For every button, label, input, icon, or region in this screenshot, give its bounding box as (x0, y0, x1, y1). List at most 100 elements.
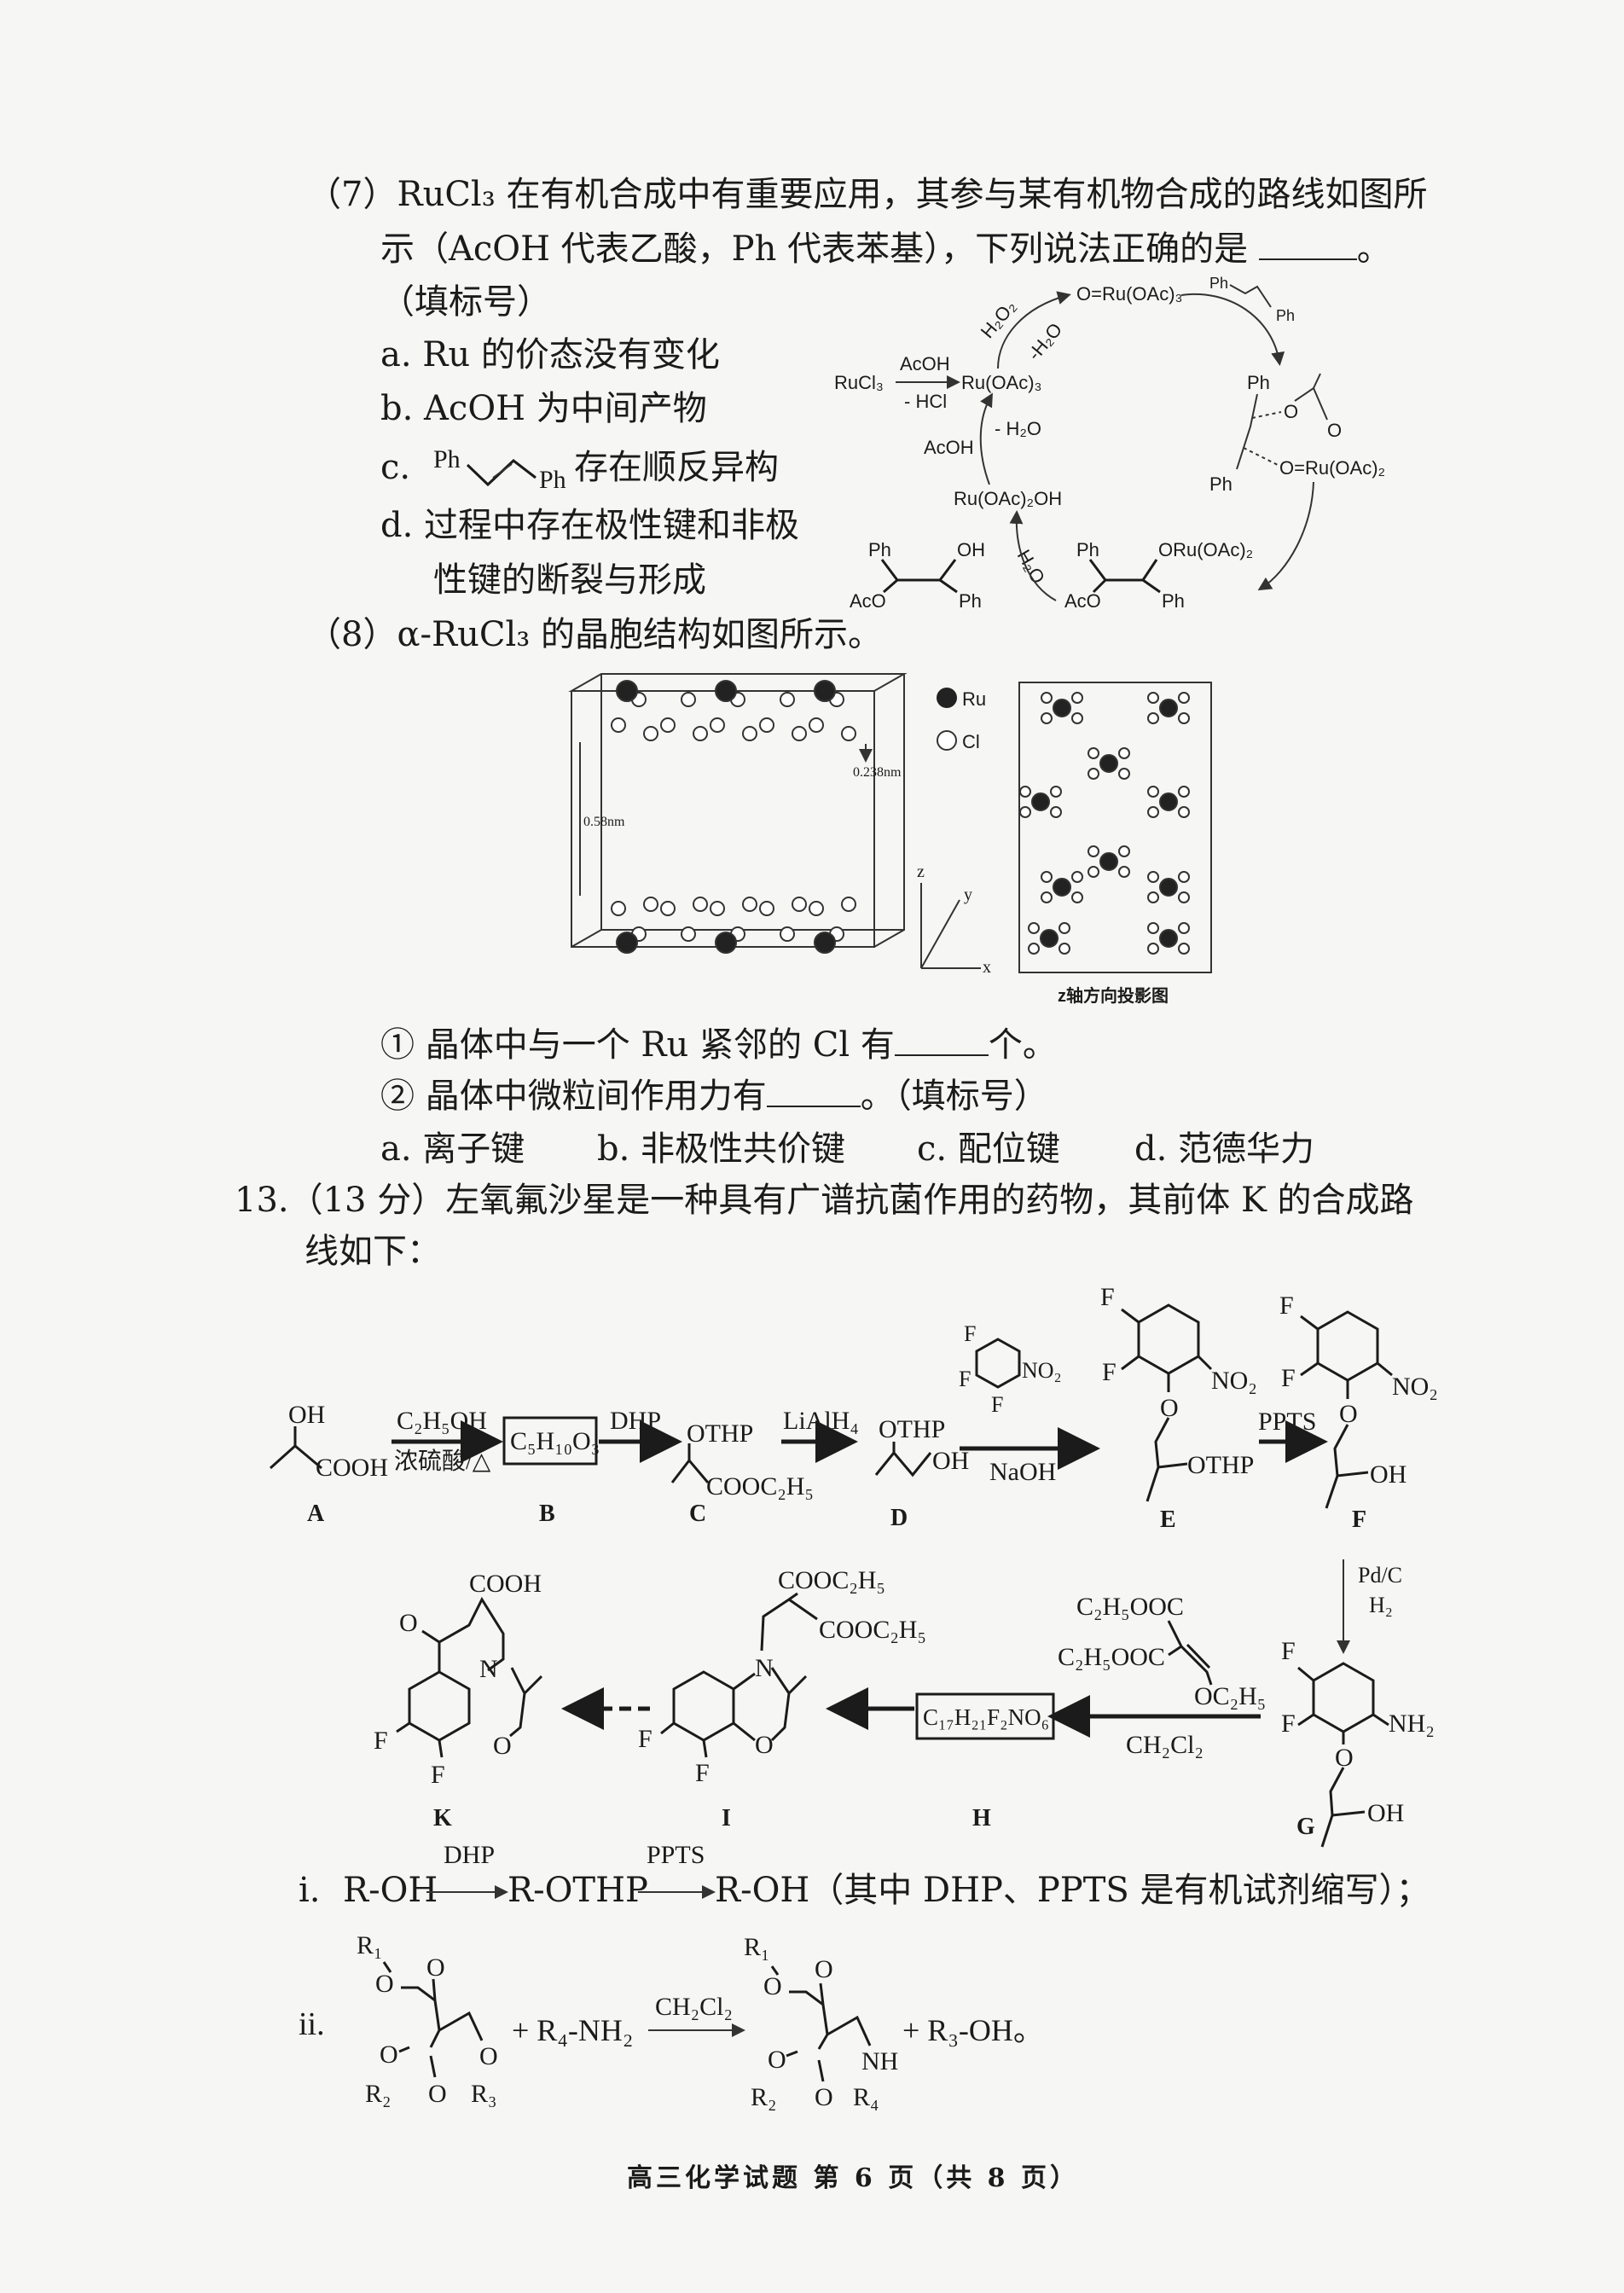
q8-sub2: ② 晶体中微粒间作用力有。（填标号） (380, 1075, 1048, 1117)
q7-line2-end: 。 (1356, 229, 1391, 269)
acoh-reagent: AcOH (900, 353, 950, 374)
compound-f-oh: OH (1370, 1460, 1406, 1489)
q8-sub1-end: 个。 (988, 1025, 1057, 1065)
product-oh-label: OH (957, 539, 985, 560)
ru-atom (1040, 929, 1058, 948)
cl-atom (1178, 871, 1190, 883)
compound-c-othp: OTHP (687, 1419, 753, 1448)
cl-atom (1147, 712, 1159, 724)
info-ii-right-o: O (815, 1955, 833, 1983)
cl-atom (660, 901, 676, 916)
cl-atom (1147, 692, 1159, 704)
minus-h2o-left-label: - H₂O (995, 418, 1041, 439)
q8-sub1-text: ① 晶体中与一个 Ru 紧邻的 Cl 有 (380, 1025, 895, 1065)
ru-atom (715, 680, 737, 702)
cl-atom (1071, 712, 1083, 724)
axis-z-label: z (917, 862, 925, 881)
info-i-ppts: PPTS (647, 1841, 705, 1869)
emme-ester: C₂H₅OOC (1076, 1593, 1184, 1621)
intermediate-o-label: O (1327, 420, 1342, 441)
compound-i-n: N (755, 1654, 774, 1682)
cl-atom (1147, 871, 1159, 883)
ru-atom (814, 932, 836, 954)
cl-atom (660, 717, 676, 733)
cl-atom (1028, 922, 1040, 934)
q8-intro: （8）α-RuCl₃ 的晶胞结构如图所示。 (307, 615, 883, 654)
info-ii-left-o: O (380, 2040, 398, 2069)
cl-atom (693, 897, 708, 912)
compound-f-o: O (1339, 1400, 1358, 1428)
ru-atom (616, 932, 638, 954)
cl-atom (1178, 922, 1190, 934)
q13-line1: 13.（13 分）左氧氟沙星是一种具有广谱抗菌作用的药物，其前体 K 的合成路 (235, 1181, 1414, 1220)
cl-atom (1178, 786, 1190, 798)
compound-g-oh: OH (1367, 1799, 1404, 1827)
cl-atom (1088, 866, 1099, 878)
cl-atom (792, 897, 807, 912)
intermediate-ph-label: Ph (1247, 372, 1270, 393)
info-ii-left-o: O (479, 2042, 498, 2070)
q13-line2: 线如下： (304, 1232, 441, 1271)
cl-atom (1041, 891, 1053, 903)
compound-g-o: O (1335, 1744, 1354, 1772)
info-i-s2: R-OTHP (508, 1871, 648, 1910)
compound-label-h: H (972, 1805, 991, 1831)
compound-i-f: F (695, 1759, 710, 1787)
cl-atom (1118, 845, 1130, 857)
reagent-f: F (959, 1367, 971, 1391)
cl-atom (742, 897, 757, 912)
compound-e-f: F (1102, 1358, 1116, 1386)
reagent-ppts: PPTS (1258, 1408, 1316, 1436)
compound-label-e: E (1160, 1506, 1176, 1533)
info-ii-left-o: O (375, 1970, 394, 1998)
answer-blank-q8-1[interactable] (894, 1024, 989, 1056)
compound-k-keto-o: O (399, 1609, 418, 1637)
cl-atom (1058, 943, 1070, 955)
compound-i-ester: COOC₂H₅ (778, 1566, 885, 1594)
product2-oru-label: ORu(OAc)₂ (1158, 539, 1253, 560)
synthesis-scheme: OH COOH A C₂H₅OH 浓硫酸/△ C₅H₁₀O₃ B DHP OTH… (269, 1283, 1438, 1848)
info-ii-left-r3: R₃ (471, 2080, 496, 2108)
compound-e-othp: OTHP (1187, 1451, 1254, 1479)
ru-atom (616, 680, 638, 702)
distance-0238-label: 0.238nm (853, 765, 902, 780)
compound-label-b: B (539, 1501, 555, 1527)
cl-atom (1050, 786, 1062, 798)
compound-k-o: O (493, 1732, 512, 1760)
info-ii-right-r4: R₄ (853, 2083, 879, 2111)
ru-atom (1159, 792, 1178, 811)
cl-atom (759, 717, 774, 733)
answer-blank-q8-2[interactable] (766, 1075, 861, 1107)
info-ii-left-r2: R₂ (365, 2080, 391, 2108)
q8-choice-d: d. 范德华力 (1134, 1129, 1315, 1169)
reagent-pdc: Pd/C (1358, 1563, 1402, 1588)
cl-atom (780, 926, 795, 942)
cl-atom (780, 692, 795, 707)
legend-cl-label: Cl (962, 731, 980, 752)
compound-g-nh2: NH₂ (1389, 1710, 1435, 1738)
q7-line2: 示（AcOH 代表乙酸，Ph 代表苯基），下列说法正确的是 。 (380, 228, 1391, 270)
ru-atom (1159, 878, 1178, 897)
cl-atom (1147, 806, 1159, 818)
answer-blank-q7[interactable] (1258, 228, 1357, 260)
cl-legend-dot (937, 730, 957, 751)
intermediate-oru-label: O=Ru(OAc)₂ (1279, 457, 1385, 479)
q7-option-c-suffix: 存在顺反异构 (574, 448, 779, 487)
distance-058-label: 0.58nm (583, 815, 625, 829)
compound-b-formula: C₅H₁₀O₃ (510, 1427, 600, 1455)
compound-label-c: C (689, 1501, 706, 1527)
info-i-prefix: i. (299, 1871, 321, 1910)
cl-atom (1071, 871, 1083, 883)
info-ii-reaction: ii. R₁ O O O R₂ O O R₃ + R₄-NH₂ CH₂Cl₂ R… (299, 1931, 1044, 2111)
compound-f-no2: NO₂ (1392, 1373, 1438, 1401)
cl-atom (1088, 747, 1099, 759)
info-ii-left-o: O (426, 1953, 445, 1982)
q7-line1: （7）RuCl₃ 在有机合成中有重要应用，其参与某有机物合成的路线如图所 (307, 175, 1428, 214)
compound-label-d: D (890, 1505, 908, 1531)
info-ii-left-r1: R₁ (357, 1931, 382, 1959)
cl-atom (1041, 712, 1053, 724)
info-ii-amine: + R₄-NH₂ (512, 2013, 633, 2047)
info-ii-left-o: O (428, 2080, 447, 2108)
q7-option-b: b. AcOH 为中间产物 (380, 389, 707, 428)
